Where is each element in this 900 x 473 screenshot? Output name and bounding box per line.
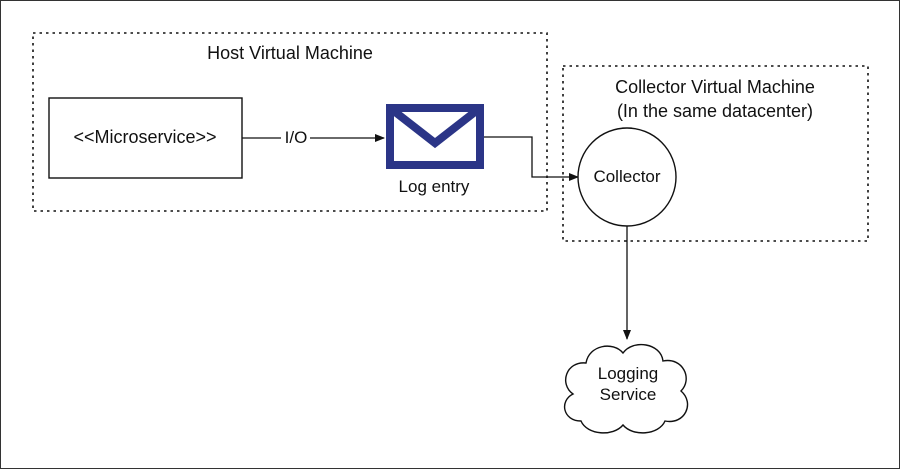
collector-vm-boundary: [562, 65, 869, 242]
host-vm-boundary: [32, 32, 548, 212]
cloud-icon: [563, 343, 689, 434]
logging-service-label-line1: Logging: [598, 364, 659, 383]
collector-vm-label-line2: (In the same datacenter): [617, 101, 813, 121]
collector-vm-label-line1: Collector Virtual Machine: [615, 77, 815, 97]
host-vm-label: Host Virtual Machine: [207, 43, 373, 63]
envelope-icon: [386, 104, 484, 169]
logging-service-label-line2: Service: [600, 385, 657, 404]
log-entry-label: Log entry: [399, 177, 470, 196]
microservice-label: <<Microservice>>: [73, 127, 216, 147]
collector-label: Collector: [593, 167, 660, 186]
io-label: I/O: [285, 128, 308, 147]
log-to-collector-connector: [484, 136, 579, 181]
